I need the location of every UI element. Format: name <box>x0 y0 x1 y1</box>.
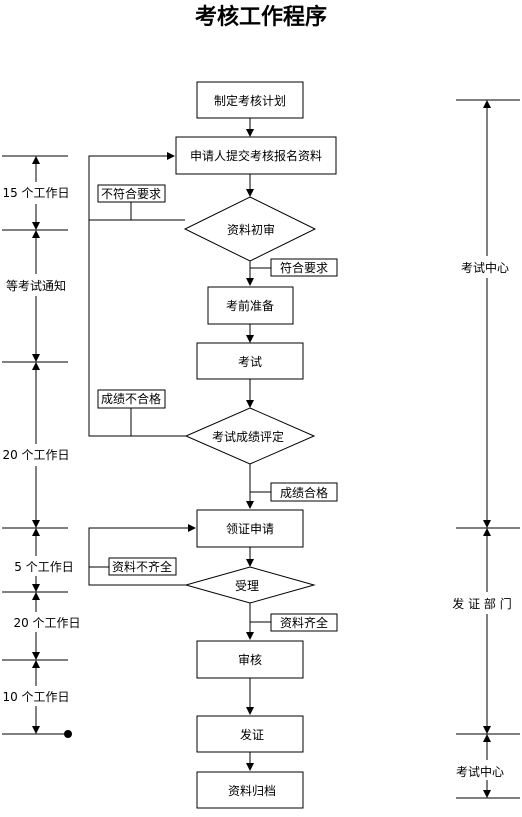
department-label-3: 考试中心 <box>456 764 504 779</box>
cond-meet: 符合要求 <box>270 258 338 277</box>
step-apply-label: 申请人提交考核报名资料 <box>190 148 322 163</box>
loop-incomplete <box>88 524 196 586</box>
step-exam-label: 考试 <box>238 354 262 369</box>
timeline-label-6: 10 个工作日 <box>2 690 69 704</box>
step-review-label: 资料初审 <box>227 222 275 237</box>
cond-pass-label: 成绩合格 <box>280 485 328 500</box>
step-archive-label: 资料归档 <box>228 784 276 798</box>
step-plan-box: 制定考核计划 <box>196 81 304 119</box>
cond-complete: 资料齐全 <box>270 613 338 632</box>
cond-pass: 成绩合格 <box>270 482 338 502</box>
step-accept-diamond: 受理 <box>184 566 316 604</box>
timeline: 15 个工作日 等考试通知 20 个工作日 5 个工作日 20 个工作日 10 … <box>2 155 81 738</box>
page-title: 考核工作程序 <box>195 4 327 30</box>
step-prep-box: 考前准备 <box>207 286 294 325</box>
cond-incomplete-label: 资料不齐全 <box>112 559 172 574</box>
step-assess-label: 考试成绩评定 <box>212 429 284 444</box>
step-prep-label: 考前准备 <box>226 298 274 313</box>
cond-meet-label: 符合要求 <box>280 260 328 275</box>
department-label-2: 发 证 部 门 <box>452 596 511 611</box>
step-archive-box: 资料归档 <box>196 771 304 809</box>
step-apply-box: 申请人提交考核报名资料 <box>175 136 337 175</box>
timeline-label-5: 20 个工作日 <box>13 616 80 630</box>
cond-not-meet-label: 不符合要求 <box>101 186 161 201</box>
step-claim-box: 领证申请 <box>196 509 304 548</box>
timeline-label-1: 15 个工作日 <box>2 186 69 200</box>
end-dot <box>64 730 72 738</box>
step-issue-label: 发证 <box>240 727 264 742</box>
step-review-diamond: 资料初审 <box>183 196 317 262</box>
department-label-1: 考试中心 <box>461 260 509 275</box>
cond-incomplete: 资料不齐全 <box>108 557 177 576</box>
step-accept-label: 受理 <box>235 579 259 593</box>
timeline-label-3: 20 个工作日 <box>2 448 69 462</box>
loop-not-meet <box>88 152 185 221</box>
timeline-label-4: 5 个工作日 <box>14 560 73 574</box>
cond-not-meet: 不符合要求 <box>97 184 166 203</box>
department-bars: 考试中心 发 证 部 门 考试中心 <box>452 99 520 799</box>
step-exam-box: 考试 <box>196 342 304 380</box>
step-issue-box: 发证 <box>196 715 304 753</box>
cond-fail: 成绩不合格 <box>97 389 166 409</box>
loop-fail <box>88 220 186 437</box>
step-assess-diamond: 考试成绩评定 <box>184 407 316 465</box>
cond-fail-label: 成绩不合格 <box>101 391 161 406</box>
step-audit-label: 审核 <box>238 652 262 667</box>
step-audit-box: 审核 <box>196 640 304 679</box>
cond-complete-label: 资料齐全 <box>280 615 328 630</box>
step-plan-label: 制定考核计划 <box>214 93 286 108</box>
step-claim-label: 领证申请 <box>226 522 274 536</box>
timeline-label-2: 等考试通知 <box>6 278 66 293</box>
